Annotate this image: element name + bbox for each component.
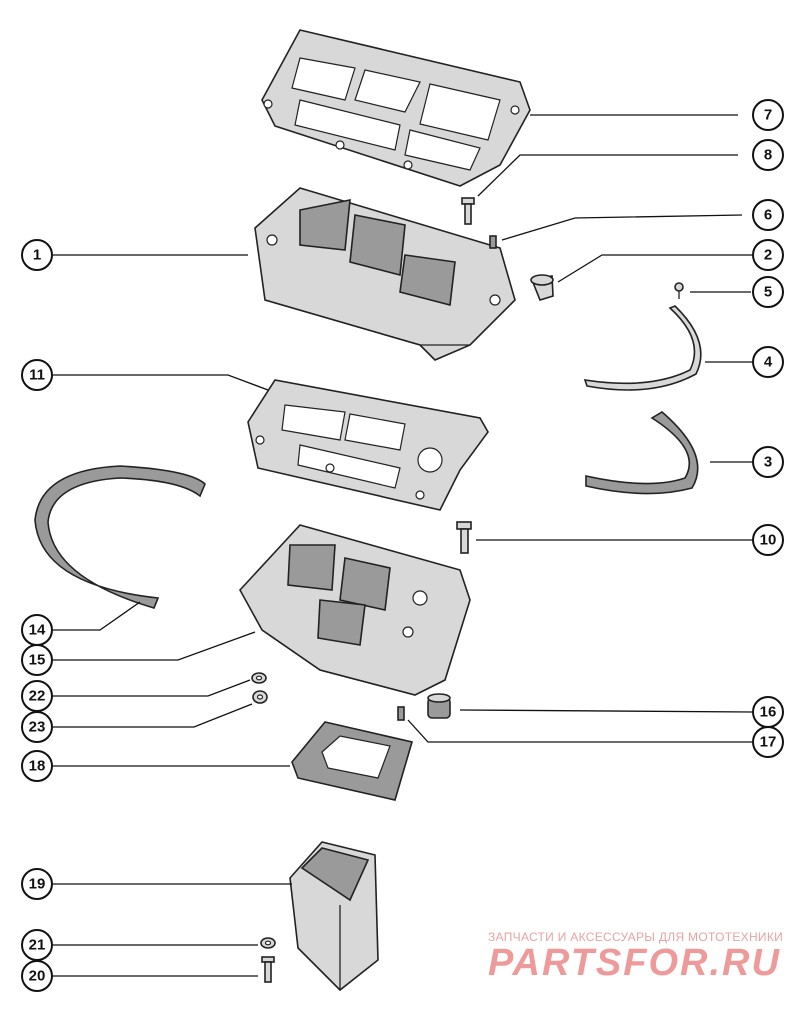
leader-8 — [477, 154, 738, 197]
callout-7: 7 — [752, 99, 784, 131]
washer-21 — [260, 937, 276, 949]
callout-22-label: 22 — [29, 688, 46, 705]
callout-23-label: 23 — [29, 719, 46, 736]
callout-14-label: 14 — [29, 622, 46, 639]
gasket-18 — [291, 721, 414, 801]
seal-curved — [585, 411, 699, 495]
callout-20-label: 20 — [29, 968, 46, 985]
callout-20: 20 — [21, 960, 53, 992]
bolt-upper — [461, 197, 475, 225]
callout-21: 21 — [21, 929, 53, 961]
leader-6 — [501, 214, 743, 241]
callout-5-label: 5 — [764, 284, 772, 301]
strip-curved — [583, 305, 702, 391]
callout-10: 10 — [752, 524, 784, 556]
callout-5: 5 — [752, 276, 784, 308]
washer-22 — [251, 672, 267, 684]
callout-14: 14 — [21, 614, 53, 646]
callout-8: 8 — [752, 139, 784, 171]
callout-2: 2 — [752, 239, 784, 271]
nut-23 — [252, 690, 268, 704]
seal-long — [34, 465, 206, 609]
callout-10-label: 10 — [760, 532, 777, 549]
callout-2-label: 2 — [764, 247, 772, 264]
callout-6-label: 6 — [764, 207, 772, 224]
callout-3-label: 3 — [764, 454, 772, 471]
callout-1-label: 1 — [33, 247, 41, 264]
watermark-tagline: ЗАПЧАСТИ И АКСЕССУАРЫ ДЛЯ МОТОТЕХНИКИ — [488, 930, 784, 944]
callout-11-label: 11 — [29, 367, 45, 384]
adapter-19 — [289, 841, 379, 992]
leader-11 — [53, 374, 269, 391]
pin-small — [489, 235, 497, 249]
watermark-brand: PARTSFOR.RU — [488, 942, 781, 984]
leader-16 — [459, 709, 753, 713]
leader-17 — [407, 719, 752, 743]
callout-17-label: 17 — [760, 734, 777, 751]
leader-23 — [53, 703, 253, 728]
pin-17 — [397, 706, 405, 721]
callout-8-label: 8 — [764, 147, 772, 164]
callout-18-label: 18 — [29, 758, 46, 775]
callout-23: 23 — [21, 711, 53, 743]
screw-small — [674, 282, 684, 299]
callout-19: 19 — [21, 868, 53, 900]
callout-15-label: 15 — [29, 652, 46, 669]
callout-4-label: 4 — [764, 354, 773, 371]
callout-6: 6 — [752, 199, 784, 231]
leader-15 — [53, 631, 256, 661]
housing-lower — [239, 524, 471, 696]
callout-22: 22 — [21, 680, 53, 712]
callout-21-label: 21 — [29, 937, 46, 954]
leader-22 — [53, 679, 251, 697]
leader-2 — [557, 254, 752, 283]
housing-upper — [254, 187, 516, 361]
callout-7-label: 7 — [764, 107, 772, 124]
callout-17: 17 — [752, 726, 784, 758]
leader-14 — [53, 601, 141, 631]
callout-11: 11 — [21, 359, 53, 391]
bolt-middle — [456, 521, 472, 554]
callout-3: 3 — [752, 446, 784, 478]
callout-4: 4 — [752, 346, 784, 378]
callout-19-label: 19 — [29, 876, 46, 893]
callout-16: 16 — [752, 696, 784, 728]
callout-15: 15 — [21, 644, 53, 676]
leader-lines — [53, 114, 753, 977]
bushing — [530, 274, 554, 301]
plug-16 — [427, 693, 451, 719]
bolt-20 — [261, 956, 275, 983]
gasket-middle — [247, 379, 489, 511]
gasket-top — [261, 29, 531, 187]
callout-18: 18 — [21, 750, 53, 782]
callout-16-label: 16 — [760, 704, 777, 721]
callout-1: 1 — [21, 239, 53, 271]
